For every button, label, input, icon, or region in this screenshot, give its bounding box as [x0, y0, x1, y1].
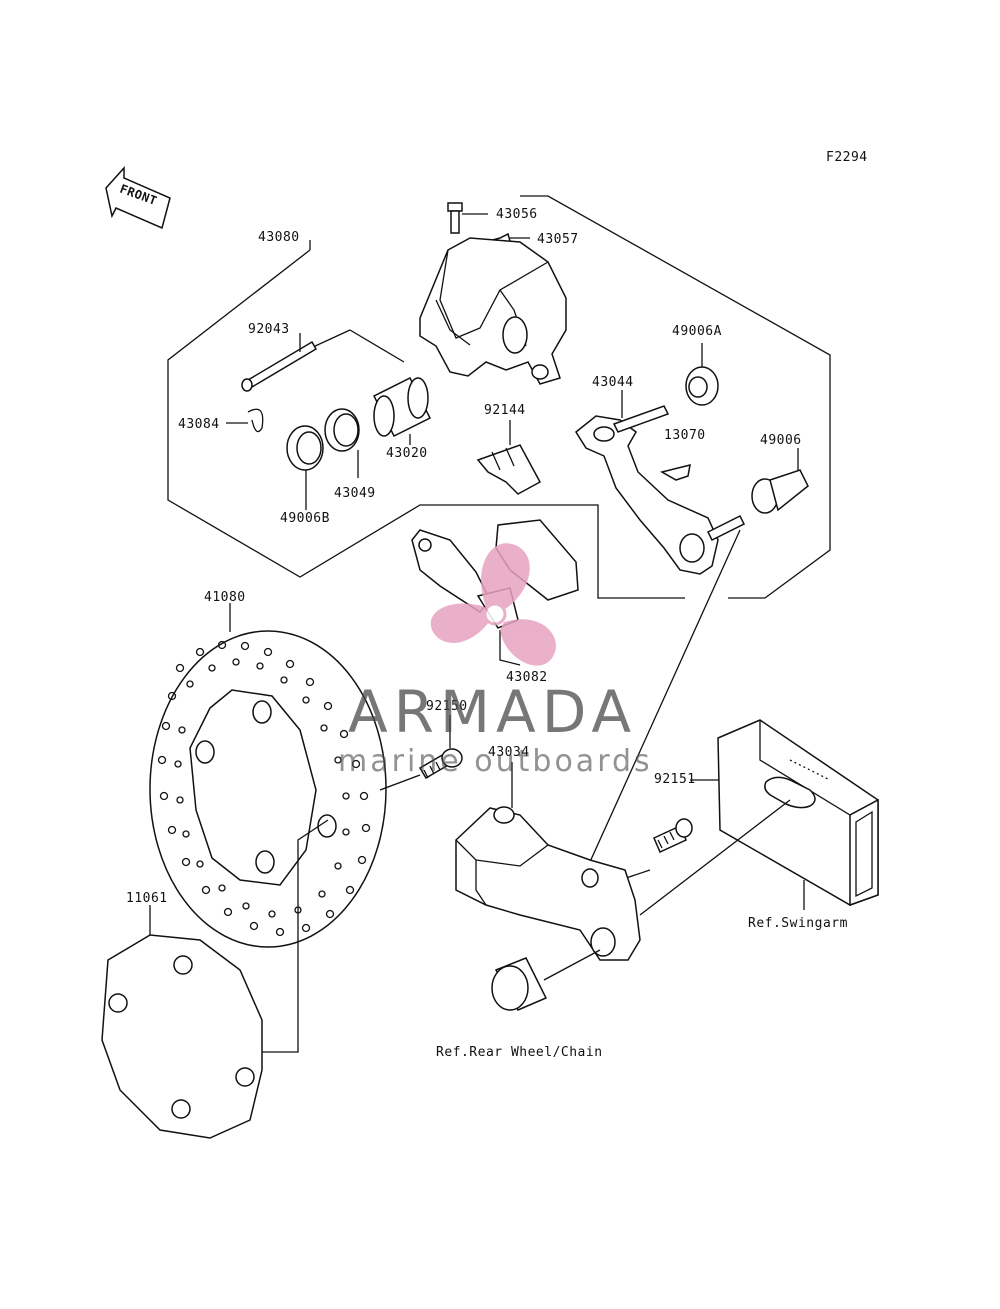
- holder-plate: [660, 463, 691, 481]
- pin-clip: [226, 408, 264, 433]
- part-label-43082: 43082: [506, 670, 548, 685]
- part-label-92150: 92150: [426, 699, 468, 714]
- disc-holes: [157, 640, 371, 937]
- part-label-13070: 13070: [664, 428, 706, 443]
- brake-disc: [149, 603, 387, 948]
- part-label-49006B: 49006B: [280, 511, 330, 526]
- piston-seal: [324, 408, 360, 478]
- caliper-bracket: [455, 762, 641, 961]
- holder-bushing: [685, 343, 719, 406]
- caliper-holder: [575, 390, 746, 575]
- part-label-43056: 43056: [496, 207, 538, 222]
- leader-holder-bracket: [574, 529, 741, 896]
- bracket-bolt: [653, 779, 720, 854]
- watermark-tagline: marine outboards: [338, 744, 653, 779]
- part-label-92144: 92144: [484, 403, 526, 418]
- part-label-49006A: 49006A: [672, 324, 722, 339]
- part-label-49006: 49006: [760, 433, 802, 448]
- part-label-43034: 43034: [488, 745, 530, 760]
- pad-spring: [476, 420, 542, 495]
- watermark: ARMADA marine outboards: [338, 543, 653, 779]
- part-label-43049: 43049: [334, 486, 376, 501]
- part-label-43057: 43057: [537, 232, 579, 247]
- ref-label-swingarm: Ref.Swingarm: [748, 916, 848, 931]
- swingarm-section: [639, 719, 879, 916]
- part-label-92043: 92043: [248, 322, 290, 337]
- ref-label-rear-wheel: Ref.Rear Wheel/Chain: [436, 1045, 603, 1060]
- bleeder-valve: [447, 202, 488, 234]
- part-label-43080: 43080: [258, 230, 300, 245]
- figure-code: F2294: [826, 150, 868, 165]
- part-label-41080: 41080: [204, 590, 246, 605]
- hub-gasket: [101, 819, 329, 1139]
- part-label-43044: 43044: [592, 375, 634, 390]
- front-arrow-icon: FRONT: [105, 166, 171, 230]
- caliper-assembly-outline: [167, 195, 831, 599]
- caliper-piston: [372, 376, 432, 445]
- caliper-pin: [241, 333, 318, 392]
- part-label-11061: 11061: [126, 891, 168, 906]
- propeller-logo-icon: [430, 543, 556, 666]
- disc-bolt: [379, 715, 463, 791]
- holder-collar: [751, 448, 809, 514]
- leader-caliper-group: [349, 329, 405, 363]
- part-label-43084: 43084: [178, 417, 220, 432]
- watermark-brand: ARMADA: [348, 678, 637, 746]
- bracket-collar: [491, 949, 601, 1011]
- caliper-body: [419, 237, 567, 385]
- part-label-92151: 92151: [654, 772, 696, 787]
- part-label-43020: 43020: [386, 446, 428, 461]
- dust-seal: [286, 425, 324, 510]
